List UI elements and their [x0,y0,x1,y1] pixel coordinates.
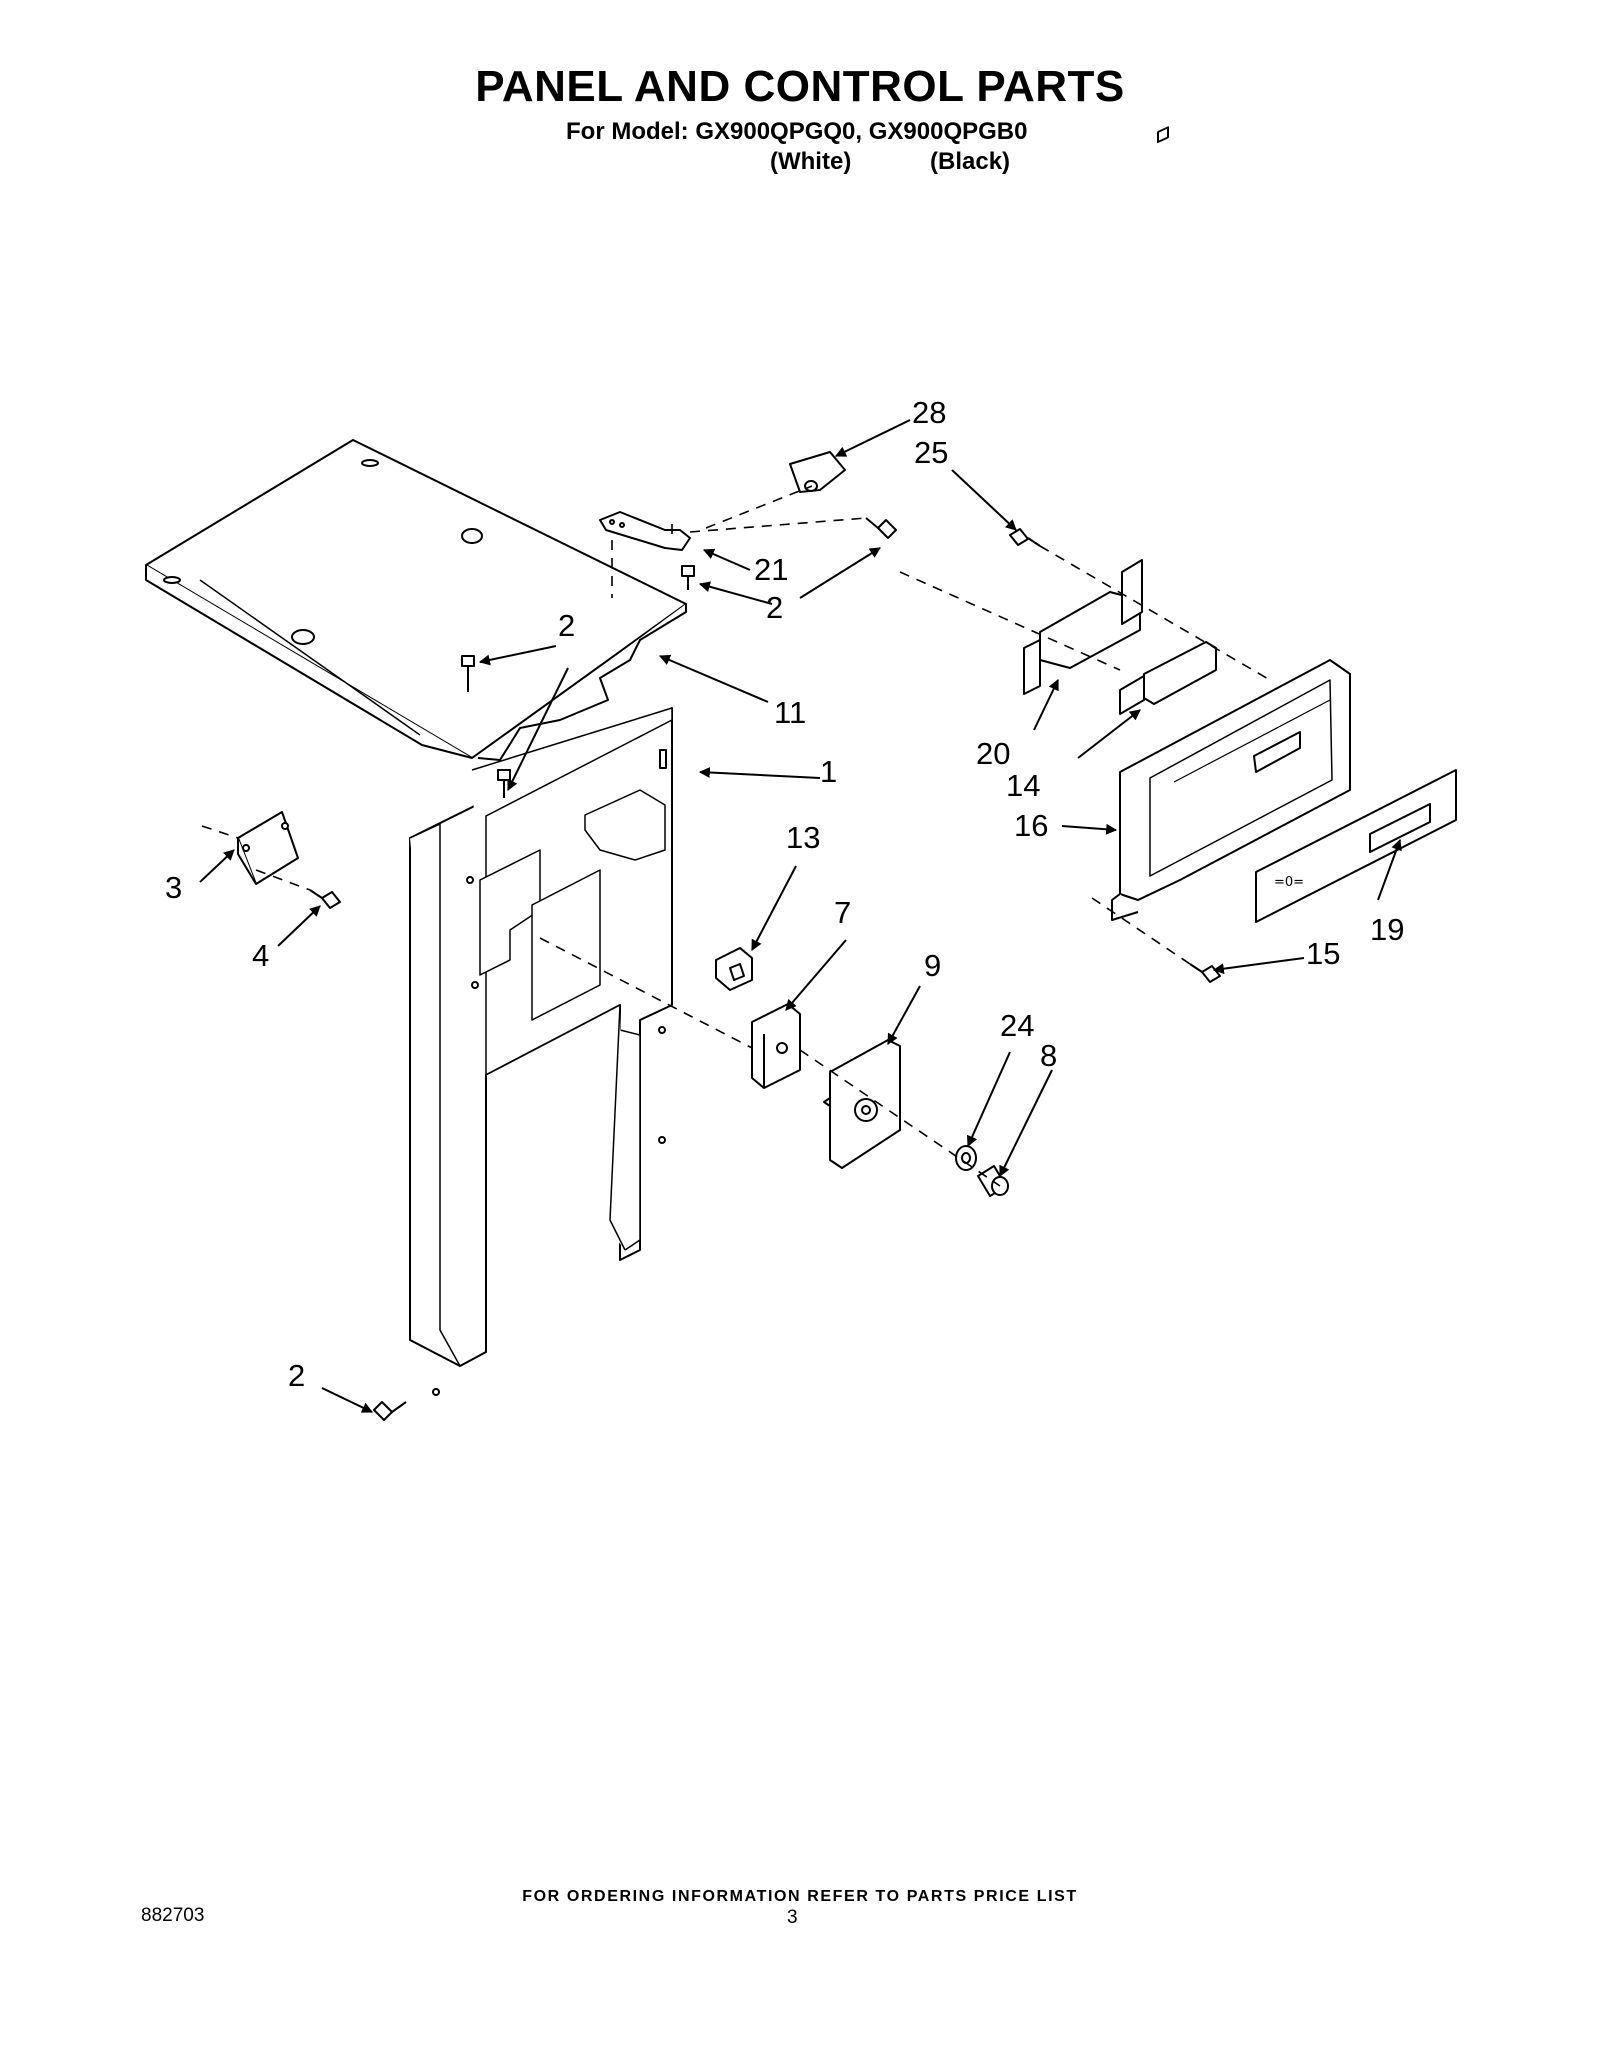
callout-8: 8 [1040,1038,1057,1073]
spacer-part-24 [955,1145,977,1171]
top-panel-part-11 [145,439,687,761]
callout-19: 19 [1370,912,1404,947]
bracket-part-21 [599,511,691,551]
svg-text:=0=: =0= [1274,875,1304,890]
callout-11: 11 [774,695,806,730]
control-part-7 [751,1003,801,1089]
control-panel-part-16 [1111,659,1351,921]
callouts: 28 25 21 2 2 11 1 3 4 13 7 9 24 8 20 14 … [165,395,1404,1393]
overlay-part-19: =0= [1255,769,1457,923]
leader-arrows [199,419,1402,1413]
callout-9: 9 [924,948,941,983]
screw-part-2-top [865,517,897,539]
page-title: PANEL AND CONTROL PARTS [475,62,1125,111]
callout-13: 13 [786,820,820,855]
control-frame-part-1 [409,707,673,1396]
callout-20: 20 [976,736,1010,771]
clip-part-28 [789,451,846,493]
variant-black-label: (Black) [930,148,1011,175]
screw-part-2-panel [461,655,475,692]
callout-14: 14 [1006,768,1040,803]
control-board-part-14 [1119,126,1217,715]
callout-3: 3 [165,870,182,905]
screw-part-25 [1009,528,1041,547]
bracket-part-3 [237,811,299,885]
assembly-lines [201,485,1271,1187]
dial-plate-part-9 [823,1039,901,1169]
callout-24: 24 [1000,1008,1034,1043]
callout-15: 15 [1306,936,1340,971]
callout-7: 7 [834,895,851,930]
ordering-note: FOR ORDERING INFORMATION REFER TO PARTS … [522,1888,1078,1905]
callout-25: 25 [914,435,948,470]
screw-part-2-bottom [373,1401,407,1421]
callout-2-bottom: 2 [288,1358,305,1393]
screw-part-15 [1189,963,1221,983]
display-bracket-part-20 [1023,559,1143,695]
switch-part-13 [715,947,753,991]
callout-4: 4 [252,938,269,973]
callout-28: 28 [912,395,946,430]
callout-2-panel: 2 [558,608,575,643]
callout-16: 16 [1014,808,1048,843]
model-line: For Model: GX900QPGQ0, GX900QPGB0 [566,118,1028,145]
screw-part-2-bracket [681,565,695,590]
page-number: 3 [787,1907,798,1928]
callout-21: 21 [754,552,788,587]
document-number: 882703 [141,1905,205,1926]
variant-white-label: (White) [770,148,852,175]
screw-part-4 [309,889,341,909]
callout-1: 1 [820,754,837,789]
callout-2-bracket: 2 [766,590,783,625]
